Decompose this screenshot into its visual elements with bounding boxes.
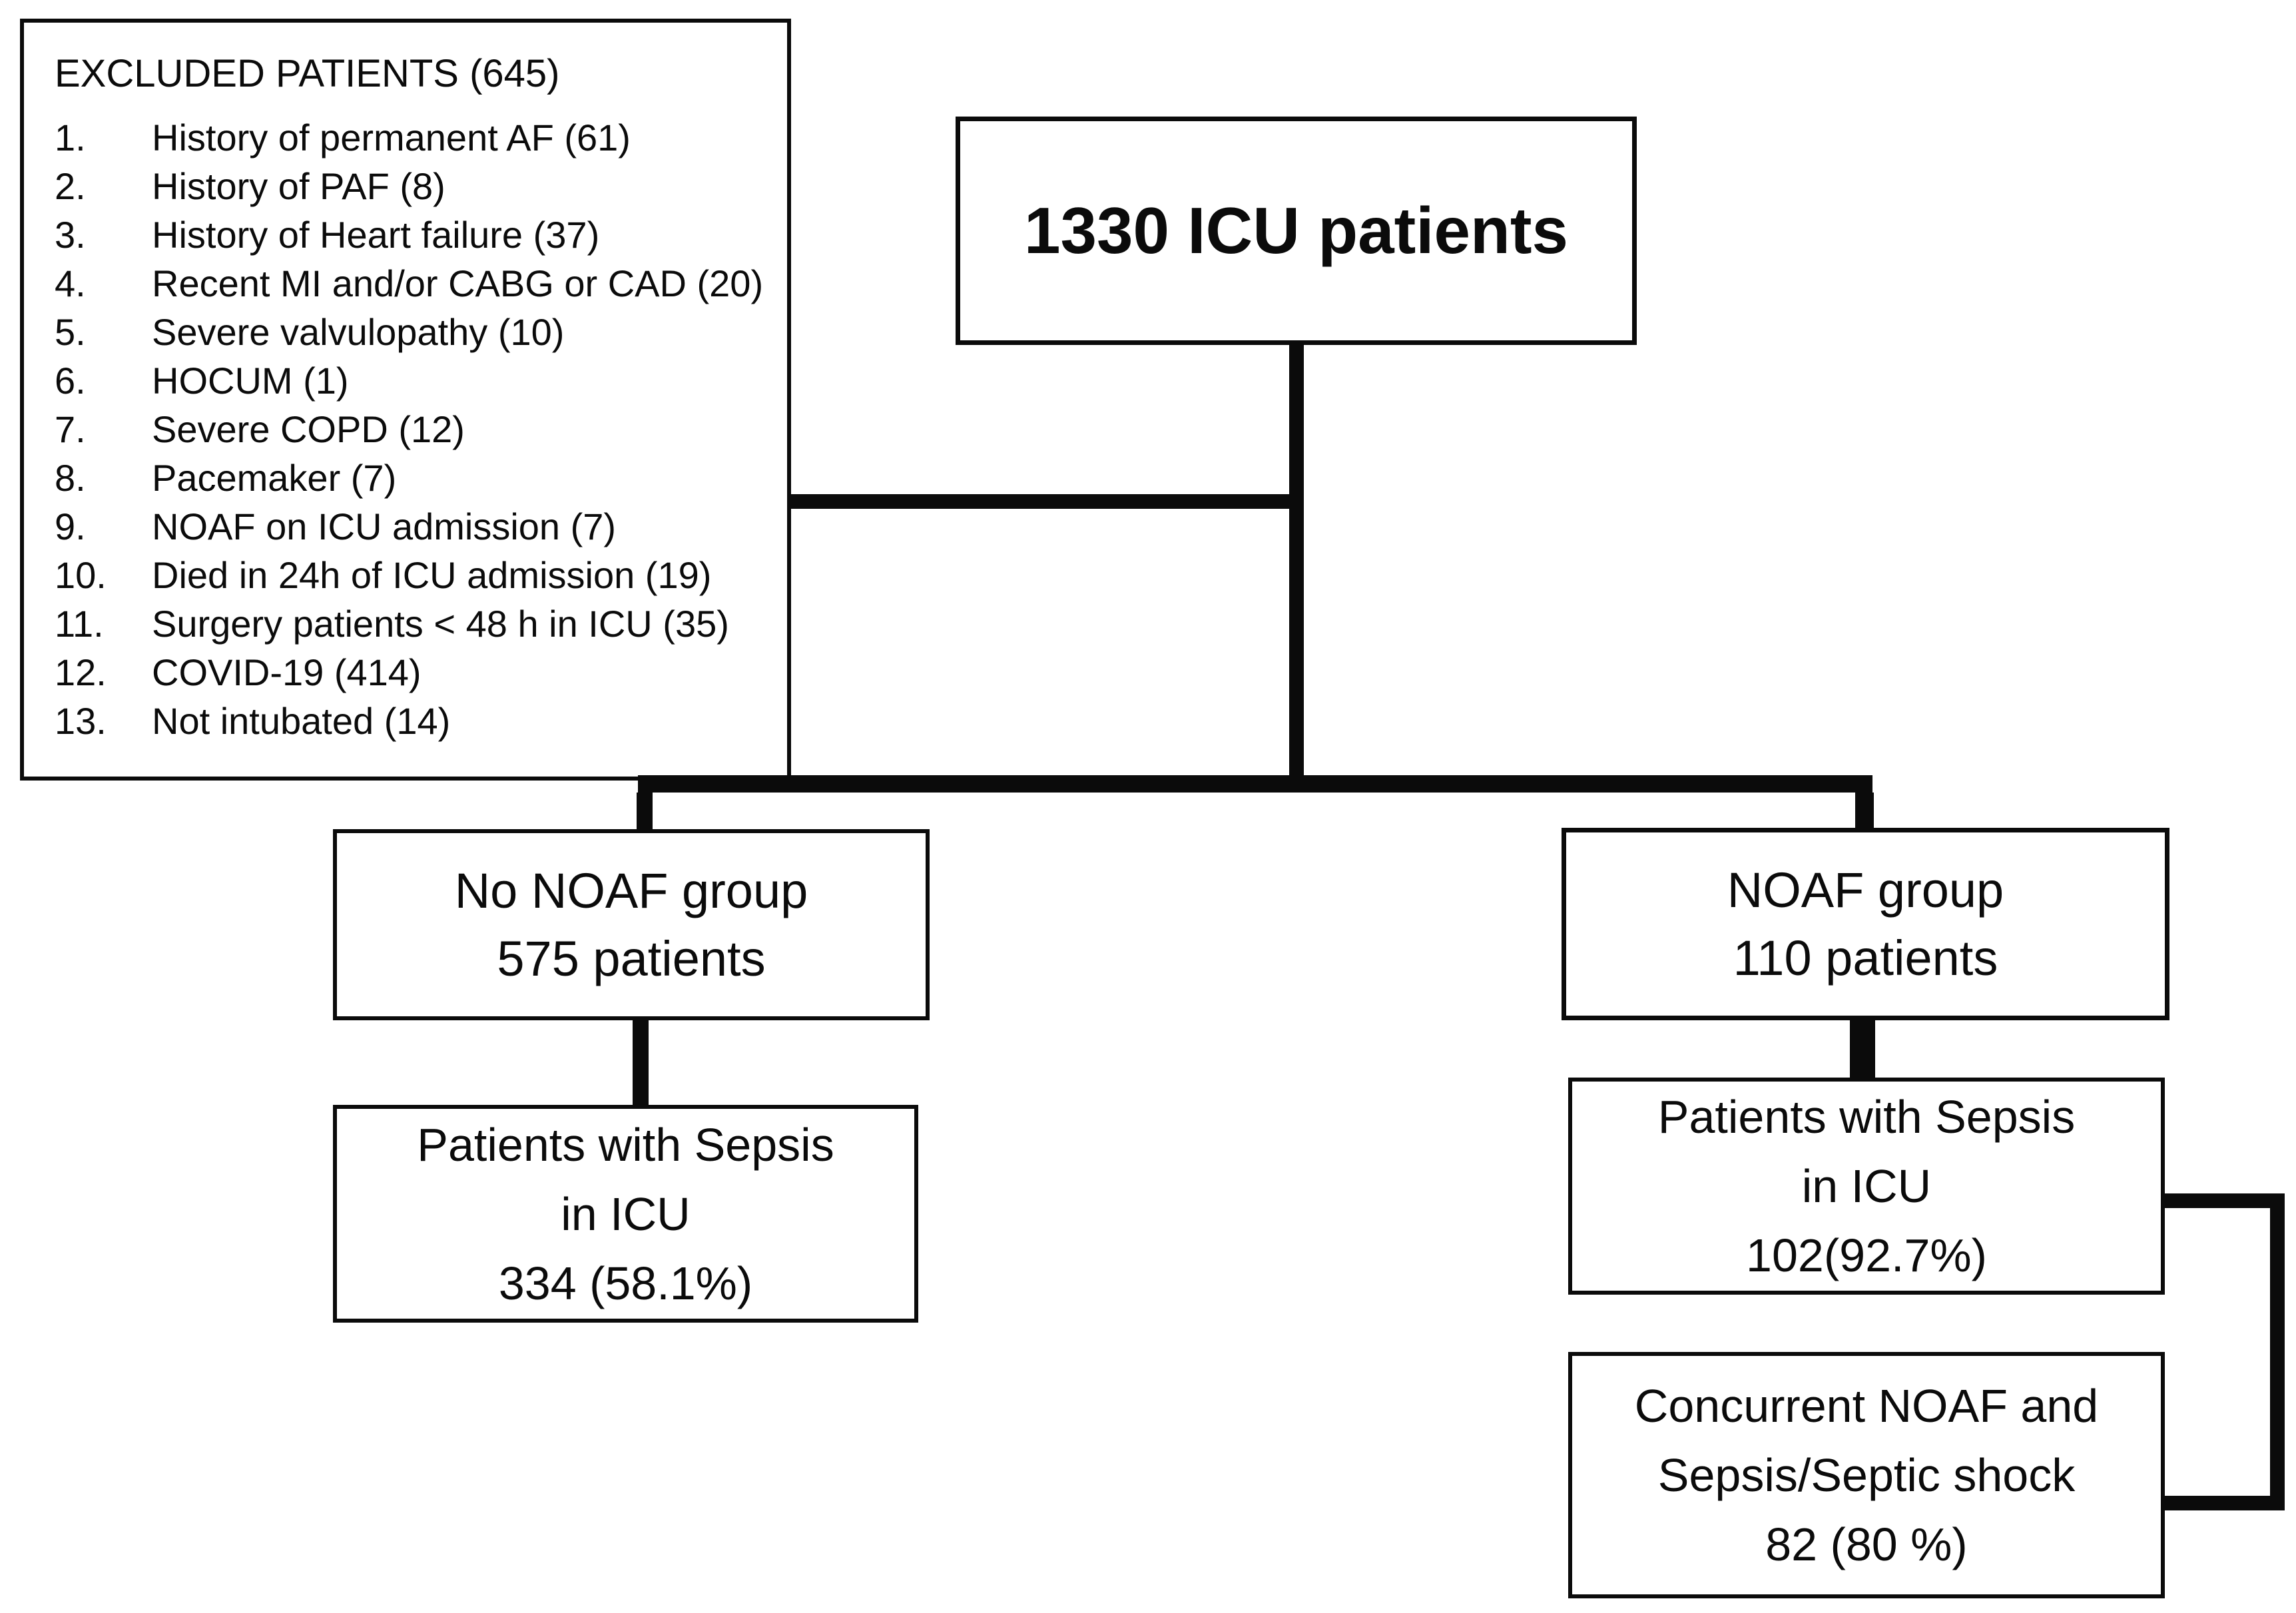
- excluded-item-text: Pacemaker (7): [152, 457, 397, 499]
- excluded-item-text: History of permanent AF (61): [152, 117, 631, 159]
- excluded-item: 8. Pacemaker (7): [55, 454, 776, 502]
- excluded-item-text: Recent MI and/or CABG or CAD (20): [152, 262, 764, 304]
- connector-excluded-to-main: [791, 494, 1289, 509]
- excluded-item-number: 8.: [55, 457, 86, 499]
- connector-split-to-noaf: [1855, 793, 1874, 829]
- icu-patients-label: 1330 ICU patients: [1024, 194, 1568, 267]
- excluded-item: 2. History of PAF (8): [55, 162, 776, 210]
- connector-split-bar: [638, 775, 1872, 793]
- excluded-item: 5. Severe valvulopathy (10): [55, 308, 776, 356]
- icu-patients-box: 1330 ICU patients: [956, 117, 1637, 345]
- concurrent-line2: Sepsis/Septic shock: [1657, 1449, 2076, 1501]
- noaf-sepsis-box: Patients with Sepsis in ICU 102(92.7%): [1568, 1078, 2165, 1295]
- excluded-item: 6. HOCUM (1): [55, 356, 776, 405]
- excluded-item: 3. History of Heart failure (37): [55, 210, 776, 259]
- excluded-item-text: Died in 24h of ICU admission (19): [152, 554, 712, 596]
- noaf-sepsis-count: 102(92.7%): [1746, 1229, 1987, 1281]
- connector-bracket-bottom: [2165, 1496, 2285, 1510]
- excluded-item-number: 4.: [55, 262, 86, 304]
- concurrent-count: 82 (80 %): [1765, 1518, 1968, 1570]
- excluded-item-text: Severe valvulopathy (10): [152, 311, 565, 353]
- excluded-item-text: Surgery patients < 48 h in ICU (35): [152, 603, 729, 645]
- connector-bracket-top: [2165, 1193, 2285, 1208]
- excluded-item-text: HOCUM (1): [152, 360, 349, 402]
- excluded-item-number: 1.: [55, 117, 86, 159]
- excluded-item-number: 3.: [55, 214, 86, 256]
- excluded-item-text: NOAF on ICU admission (7): [152, 505, 617, 547]
- excluded-item: 11. Surgery patients < 48 h in ICU (35): [55, 599, 776, 648]
- noaf-sepsis-line1: Patients with Sepsis: [1657, 1091, 2076, 1143]
- excluded-item: 9. NOAF on ICU admission (7): [55, 502, 776, 551]
- excluded-item-text: Not intubated (14): [152, 700, 451, 742]
- excluded-item: 1. History of permanent AF (61): [55, 113, 776, 162]
- excluded-patients-box: EXCLUDED PATIENTS (645) 1. History of per…: [20, 19, 791, 781]
- excluded-item-number: 9.: [55, 505, 86, 547]
- excluded-item-number: 13.: [55, 700, 107, 742]
- no-noaf-sepsis-box: Patients with Sepsis in ICU 334 (58.1%): [333, 1105, 918, 1323]
- excluded-item: 13. Not intubated (14): [55, 697, 776, 745]
- no-noaf-group-count: 575 patients: [497, 930, 766, 986]
- no-noaf-group-box: No NOAF group 575 patients: [333, 829, 930, 1020]
- connector-noaf-to-sepsis: [1850, 1020, 1875, 1079]
- excluded-item-number: 2.: [55, 165, 86, 207]
- excluded-item: 12. COVID-19 (414): [55, 648, 776, 697]
- concurrent-line1: Concurrent NOAF and: [1634, 1380, 2099, 1432]
- connector-split-to-no-noaf: [637, 793, 653, 830]
- connector-total-to-split: [1289, 345, 1304, 793]
- no-noaf-sepsis-count: 334 (58.1%): [498, 1257, 753, 1309]
- excluded-item: 10. Died in 24h of ICU admission (19): [55, 551, 776, 599]
- excluded-item-text: History of PAF (8): [152, 165, 445, 207]
- excluded-patients-title: EXCLUDED PATIENTS (645): [55, 52, 560, 95]
- excluded-item-number: 10.: [55, 554, 107, 596]
- concurrent-noaf-sepsis-box: Concurrent NOAF and Sepsis/Septic shock …: [1568, 1352, 2165, 1598]
- excluded-item-text: History of Heart failure (37): [152, 214, 600, 256]
- noaf-sepsis-line2: in ICU: [1801, 1160, 1932, 1212]
- excluded-item-text: COVID-19 (414): [152, 651, 422, 693]
- excluded-item: 7. Severe COPD (12): [55, 405, 776, 454]
- noaf-group-title: NOAF group: [1727, 862, 2004, 918]
- connector-bracket-vertical: [2270, 1193, 2285, 1510]
- excluded-item-text: Severe COPD (12): [152, 408, 465, 450]
- no-noaf-group-title: No NOAF group: [454, 862, 808, 918]
- connector-no-noaf-to-sepsis: [633, 1020, 649, 1106]
- excluded-item-number: 7.: [55, 408, 86, 450]
- excluded-item-number: 12.: [55, 651, 107, 693]
- excluded-list: 1. History of permanent AF (61) 2. History …: [55, 113, 776, 745]
- noaf-group-count: 110 patients: [1733, 930, 1998, 986]
- excluded-item-number: 6.: [55, 360, 86, 402]
- excluded-item-number: 5.: [55, 311, 86, 353]
- excluded-item: 4. Recent MI and/or CABG or CAD (20): [55, 259, 776, 308]
- no-noaf-sepsis-line1: Patients with Sepsis: [417, 1118, 834, 1171]
- no-noaf-sepsis-line2: in ICU: [561, 1187, 691, 1240]
- noaf-group-box: NOAF group 110 patients: [1562, 828, 2169, 1020]
- excluded-item-number: 11.: [55, 603, 104, 645]
